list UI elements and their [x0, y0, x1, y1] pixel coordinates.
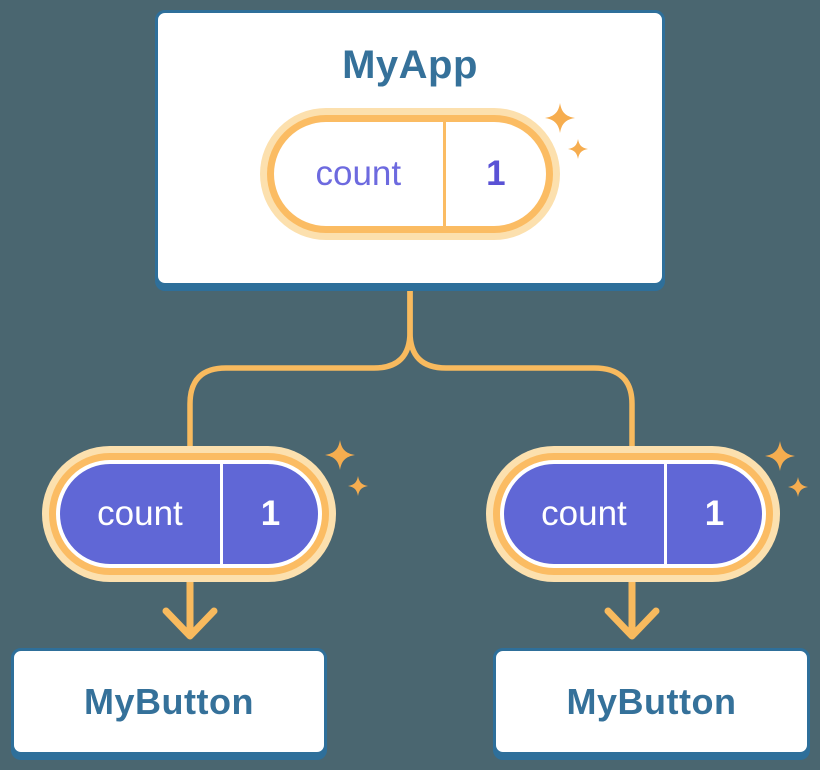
right-prop-pill: count 1: [486, 446, 780, 582]
right-child-component-title: MyButton: [566, 680, 737, 722]
pill-divider: [442, 122, 446, 226]
root-component-title: MyApp: [342, 43, 478, 87]
pill-divider: [219, 464, 223, 564]
prop-name-label: count: [541, 494, 627, 533]
prop-value-label: 1: [704, 494, 725, 533]
pill-body: count 1: [500, 460, 766, 568]
sparkle-icon: [325, 440, 368, 496]
pill-body: count 1: [56, 460, 322, 568]
pill-ring: count 1: [49, 453, 329, 575]
left-prop-pill: count 1: [42, 446, 336, 582]
sparkle-icon: [765, 441, 808, 497]
branch-left-line: [187, 287, 413, 471]
pill-ring: count 1: [493, 453, 773, 575]
state-value-label: 1: [486, 154, 506, 193]
pill-ring: count 1: [267, 115, 553, 233]
pill-divider: [663, 464, 667, 564]
left-child-component-title: MyButton: [84, 680, 254, 722]
arrow-right-head: [604, 607, 660, 640]
arrow-left-head: [162, 607, 218, 640]
prop-value-label: 1: [260, 494, 281, 533]
prop-name-label: count: [97, 494, 183, 533]
state-name-label: count: [315, 154, 402, 193]
left-child-component-card: MyButton: [11, 648, 327, 755]
pill-body: count 1: [274, 122, 546, 226]
root-state-pill: count 1: [260, 108, 560, 240]
sparkle-icon: [545, 103, 588, 159]
right-child-component-card: MyButton: [493, 648, 810, 755]
branch-right-line: [407, 287, 635, 471]
